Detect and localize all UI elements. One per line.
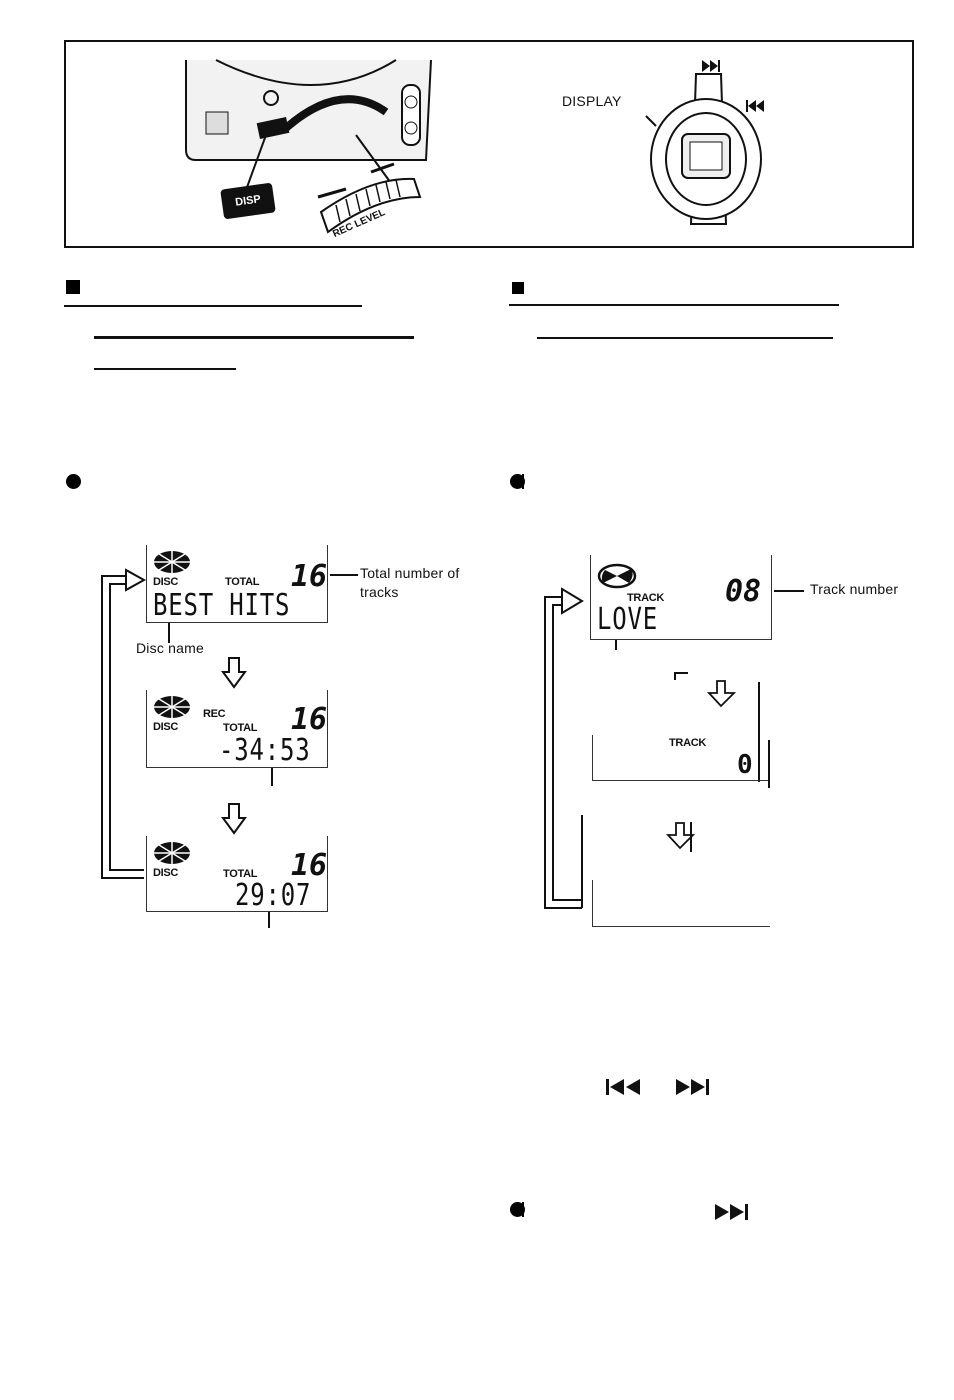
skip-forward-icon <box>715 1204 748 1220</box>
screen-edge <box>768 740 770 788</box>
bullet-dot <box>510 474 525 489</box>
skip-forward-icon <box>676 1079 709 1095</box>
rec-indicator: REC <box>203 708 226 720</box>
disc-icon <box>154 551 190 573</box>
track-count: 16 <box>291 559 328 594</box>
lcd-screen: DISC REC TOTAL 16 -34:53 <box>146 690 328 768</box>
callout-line <box>168 623 170 643</box>
loop-arrow-icon <box>101 568 147 879</box>
track-count: 16 <box>291 848 328 883</box>
lcd-screen: DISC TOTAL 16 BEST HITS <box>146 545 328 623</box>
total-indicator: TOTAL <box>223 722 258 734</box>
callout-line <box>268 912 270 928</box>
disc-indicator: DISC <box>153 721 179 733</box>
down-arrow-icon <box>221 803 247 835</box>
display-label: DISPLAY <box>562 93 622 109</box>
lcd-screen: DISC TOTAL 16 29:07 <box>146 836 328 912</box>
screen-edge <box>690 822 692 852</box>
track-indicator: TRACK <box>669 737 706 749</box>
heading-rule <box>64 305 362 307</box>
remote-illustration <box>645 60 764 225</box>
screen-edge <box>758 682 760 782</box>
subheading-rule <box>537 337 833 339</box>
screen-fragment <box>674 672 688 680</box>
total-indicator: TOTAL <box>223 868 258 880</box>
subheading-rule <box>94 368 236 370</box>
track-indicator: TRACK <box>627 592 664 604</box>
section-bullet-square <box>512 282 524 294</box>
callout-disc-name: Disc name <box>136 640 204 656</box>
figure-frame: DISP REC LEVEL DISPLAY <box>64 40 914 248</box>
section-bullet-square <box>66 280 80 294</box>
bullet-dot <box>510 1202 525 1217</box>
track-number: 08 <box>725 574 762 609</box>
skip-back-icon <box>606 1079 640 1095</box>
track-icon <box>597 563 637 589</box>
total-time-text: 29:07 <box>235 878 312 913</box>
total-indicator: TOTAL <box>225 576 260 588</box>
down-arrow-icon <box>665 822 696 850</box>
heading-rule <box>509 304 839 306</box>
down-arrow-icon <box>706 680 737 708</box>
remaining-time-text: -34:53 <box>219 733 311 768</box>
track-count: 16 <box>291 702 328 737</box>
track-number: 0 <box>737 750 753 780</box>
disc-icon <box>154 696 190 718</box>
callout-line <box>330 574 358 576</box>
lcd-screen: TRACK 0 <box>592 735 770 781</box>
callout-line <box>774 590 804 592</box>
track-title-text: LOVE <box>597 602 658 637</box>
subheading-rule <box>94 336 414 339</box>
rec-level-dial[interactable] <box>316 162 426 247</box>
callout-line <box>271 768 273 786</box>
bullet-bar <box>522 474 524 489</box>
callout-line <box>615 640 617 650</box>
disc-name-text: BEST HITS <box>153 588 291 623</box>
disc-icon <box>154 842 190 864</box>
player-illustration <box>185 59 432 191</box>
loop-arrow-icon <box>544 587 584 909</box>
bullet-dot <box>66 474 81 489</box>
callout-track-number: Track number <box>810 581 899 597</box>
callout-total-tracks: Total number of tracks <box>360 565 460 600</box>
down-arrow-icon <box>221 657 247 689</box>
lcd-screen <box>592 880 770 927</box>
lcd-screen: TRACK 08 LOVE <box>590 555 772 640</box>
disc-indicator: DISC <box>153 576 179 588</box>
disc-indicator: DISC <box>153 867 179 879</box>
bullet-bar <box>522 1202 524 1217</box>
